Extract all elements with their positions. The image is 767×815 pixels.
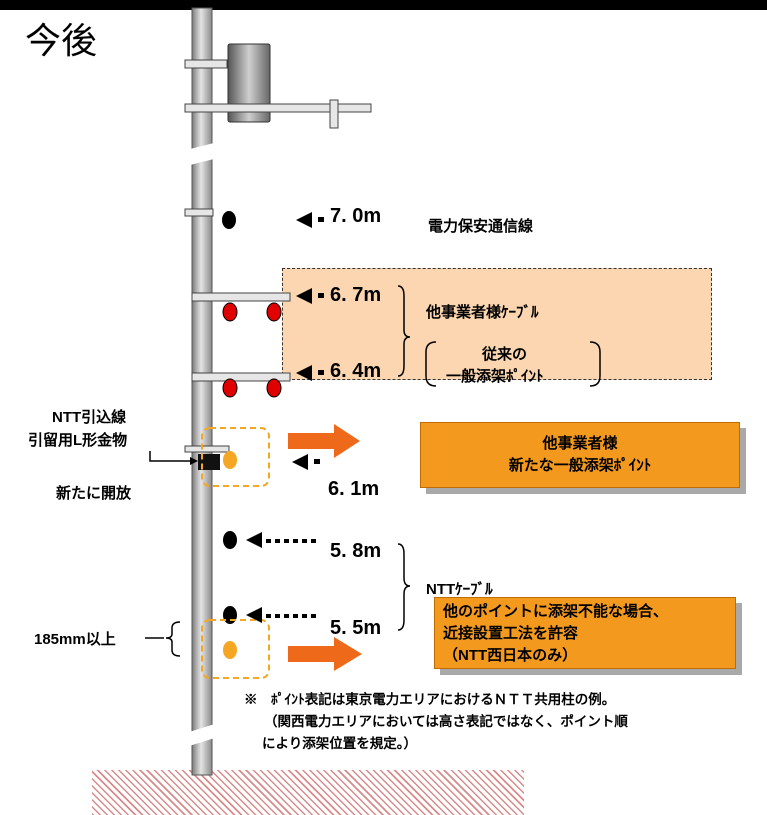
ntt-dropwire-label-line1: NTT引込線 [52, 409, 127, 426]
brace-ntt-cable [397, 543, 411, 631]
new-point-arrow [288, 424, 360, 458]
height-label-6-1: 6. 1m [328, 478, 380, 500]
height-arrow-6-1 [292, 454, 320, 470]
top-bar [0, 0, 767, 10]
paren-left [425, 341, 437, 387]
cable-6-7-a [222, 302, 238, 322]
cable-6-7-b [266, 302, 282, 322]
proximity-callout-line3: （NTT西日本のみ） [443, 647, 578, 664]
new-point-callout-line2: 新たな一般添架ﾎﾟｲﾝﾄ [508, 457, 652, 474]
new-point-callout: 他事業者様 新たな一般添架ﾎﾟｲﾝﾄ [420, 422, 740, 488]
proximity-callout: 他のポイントに添架不能な場合、 近接設置工法を許容 （NTT西日本のみ） [434, 597, 736, 669]
cable-6-4-b [266, 378, 282, 398]
height-arrow-6-4 [296, 365, 324, 381]
height-arrow-7-0 [296, 212, 324, 228]
ntt-cable-5-5 [223, 606, 237, 624]
ntt-dropwire-label-line2: 引留用L形金物 [28, 432, 128, 449]
newly-opened-label: 新たに開放 [56, 485, 132, 502]
other-operator-cable-label: 他事業者様ｹｰﾌﾞﾙ [426, 304, 539, 321]
footnote-line3: により添架位置を規定。） [262, 736, 417, 751]
height-arrow-5-5 [246, 607, 318, 623]
brace-other-operator [397, 285, 411, 377]
crossarm-6-7 [191, 292, 291, 302]
band-7-0 [184, 208, 214, 217]
paren-right [589, 341, 601, 387]
ground-hatch [92, 770, 524, 815]
height-label-5-5: 5. 5m [330, 617, 382, 639]
proximity-point-zone [201, 619, 270, 679]
height-arrow-6-7 [296, 288, 324, 304]
height-label-6-4: 6. 4m [330, 360, 382, 382]
page-title: 今後 [25, 21, 98, 62]
ntt-cable-5-8 [223, 531, 237, 549]
proximity-callout-line2: 近接設置工法を許容 [443, 625, 579, 642]
cable-6-4-a [222, 378, 238, 398]
conventional-point-label-line2: 一般添架ﾎﾟｲﾝﾄ [446, 368, 544, 385]
l-shaped-hardware [149, 445, 230, 470]
height-label-6-7: 6. 7m [330, 284, 382, 306]
new-point-zone [201, 427, 270, 487]
conventional-point-zone [282, 268, 712, 380]
height-label-5-8: 5. 8m [330, 540, 382, 562]
ntt-cable-label: NTTｹｰﾌﾞﾙ [426, 581, 493, 598]
footnote-line1: ※ ﾎﾟｲﾝﾄ表記は東京電力エリアにおけるＮＴＴ共用柱の例。 [244, 692, 616, 707]
transformer [184, 43, 372, 129]
crossarm-6-4 [191, 372, 291, 382]
height-label-7-0: 7. 0m [330, 205, 382, 227]
height-arrow-5-8 [246, 532, 318, 548]
new-point-marker [223, 451, 237, 469]
proximity-callout-line1: 他のポイントに添架不能な場合、 [443, 603, 669, 620]
brace-clearance [165, 621, 181, 657]
proximity-arrow [288, 637, 362, 671]
power-safety-line-cable [222, 211, 236, 229]
proximity-point-marker [223, 641, 237, 659]
conventional-point-label-line1: 従来の [482, 346, 528, 363]
utility-pole [186, 7, 218, 776]
power-safety-line-label: 電力保安通信線 [428, 218, 534, 235]
clearance-label: 185mm以上 [34, 631, 116, 648]
new-point-callout-line1: 他事業者様 [542, 435, 618, 452]
footnote-line2: （関西電力エリアにおいては高さ表記ではなく、ポイント順 [264, 714, 628, 729]
